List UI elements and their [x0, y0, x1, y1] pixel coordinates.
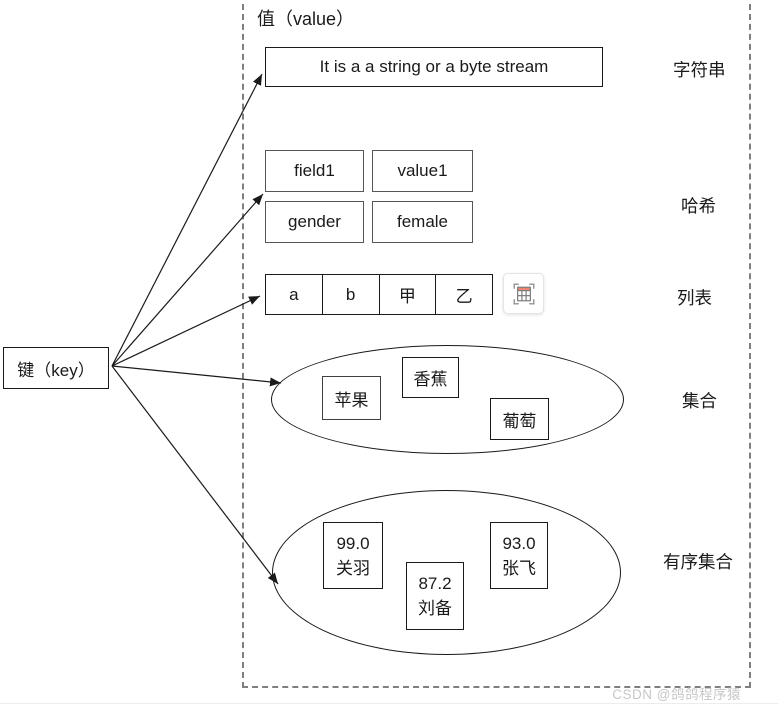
arrow-key-to-string: [111, 73, 263, 367]
sorted-item-liubei: 87.2 刘备: [406, 562, 464, 630]
sorted-item-zhangfei-member: 张飞: [502, 558, 536, 578]
hash-value1-text: value1: [397, 161, 448, 180]
hash-field1-box: field1: [265, 150, 364, 192]
hash-field1-text: field1: [294, 161, 335, 180]
table-tool-button[interactable]: [503, 273, 544, 314]
list-cell-3: 乙: [435, 275, 492, 314]
set-item-apple: 苹果: [322, 376, 381, 420]
set-item-grape-text: 葡萄: [502, 411, 537, 431]
hash-value2-box: female: [372, 201, 473, 243]
arrow-key-to-hash: [111, 193, 264, 367]
key-box: 键（key）: [3, 347, 109, 389]
list-cell-2: 甲: [378, 275, 436, 314]
sorted-item-liubei-member: 刘备: [418, 599, 452, 618]
label-sorted-set: 有序集合: [663, 552, 733, 572]
set-item-grape: 葡萄: [490, 398, 549, 440]
label-string: 字符串: [673, 60, 726, 80]
label-set: 集合: [682, 391, 717, 411]
list-cell-1: b: [321, 275, 379, 314]
sorted-item-guanyu-member: 关羽: [336, 558, 370, 578]
watermark: CSDN @鸽鸽程序猿: [612, 687, 741, 702]
table-icon: [509, 279, 539, 309]
bottom-divider: [0, 703, 778, 704]
key-label: 键（key）: [17, 360, 95, 380]
sorted-item-zhangfei-score: 93.0: [502, 533, 536, 553]
hash-field2-box: gender: [265, 201, 364, 243]
sorted-item-liubei-score: 87.2: [418, 574, 452, 593]
list-cell-0: a: [289, 284, 299, 304]
set-item-banana-text: 香蕉: [413, 370, 448, 389]
hash-field2-text: gender: [288, 212, 341, 231]
string-value-box: It is a a string or a byte stream: [265, 47, 603, 87]
set-item-apple-text: 苹果: [334, 390, 369, 410]
hash-value2-text: female: [396, 212, 449, 231]
hash-value1-box: value1: [372, 150, 473, 192]
label-hash: 哈希: [681, 196, 716, 216]
arrow-key-to-list: [111, 295, 261, 367]
label-list: 列表: [677, 288, 712, 308]
string-value-text: It is a a string or a byte stream: [319, 57, 549, 76]
sorted-item-guanyu: 99.0 关羽: [323, 522, 383, 589]
value-title: 值（value）: [257, 9, 355, 29]
set-item-banana: 香蕉: [402, 357, 459, 398]
list-row: a b 甲 乙: [265, 274, 493, 315]
sorted-item-guanyu-score: 99.0: [336, 533, 370, 553]
sorted-item-zhangfei: 93.0 张飞: [490, 522, 548, 589]
